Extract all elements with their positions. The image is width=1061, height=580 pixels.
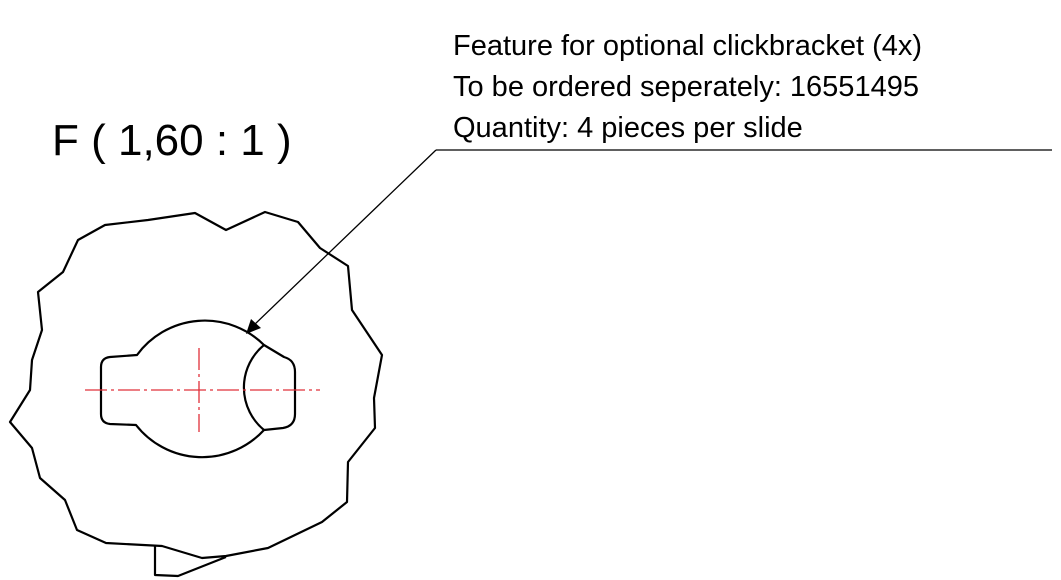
detail-view-label: F ( 1,60 : 1 ) <box>52 116 292 165</box>
leader-line <box>253 149 437 326</box>
clickbracket-keyhole-feature <box>99 319 297 459</box>
breakout-lower-segment <box>153 546 227 578</box>
leader-arrowhead <box>246 319 261 334</box>
keyhole-inner-arc <box>242 344 265 431</box>
detail-breakout-boundary <box>8 210 384 560</box>
note-line-quantity: Quantity: 4 pieces per slide <box>453 112 803 144</box>
note-line-order-number: To be ordered seperately: 16551495 <box>453 71 919 103</box>
note-line-feature: Feature for optional clickbracket (4x) <box>453 30 922 62</box>
